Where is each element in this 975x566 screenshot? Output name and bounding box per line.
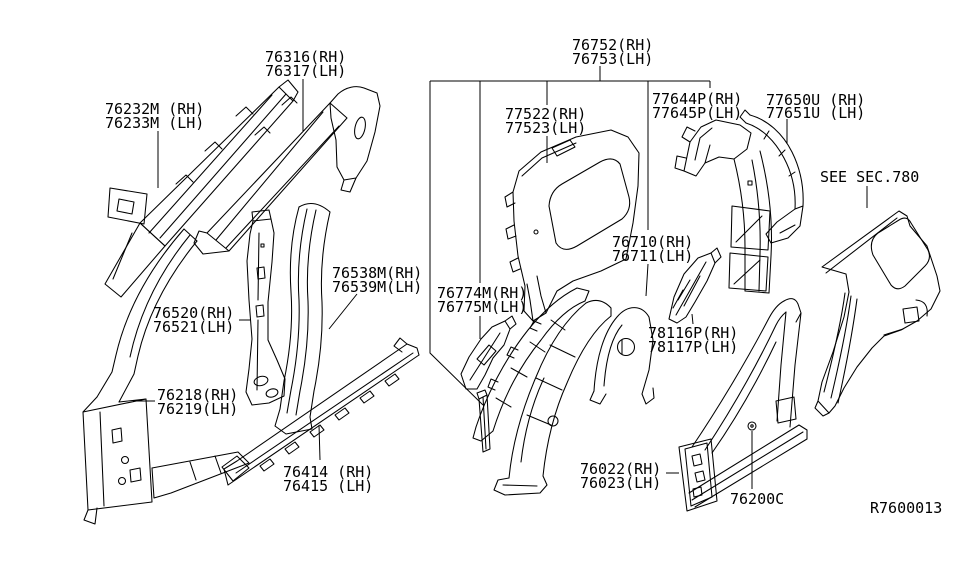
callout-76218-line2: 76219(LH) xyxy=(157,400,238,418)
part-76414-sill-drawing xyxy=(221,337,420,486)
callout-77644-line2: 77645P(LH) xyxy=(652,104,742,122)
part-76218-pillar-assembly-drawing xyxy=(82,228,250,525)
callout-77644: 77644P(RH) 77645P(LH) xyxy=(652,90,742,122)
callout-77650-line1: 77650U (RH) xyxy=(766,91,865,109)
part-77522-quarter-inner-drawing xyxy=(504,129,640,322)
callout-76200-line1: 76200C xyxy=(730,490,784,508)
callout-77522-line2: 77523(LH) xyxy=(505,119,586,137)
callout-76538-line1: 76538M(RH) xyxy=(332,264,422,282)
callout-76218: 76218(RH) 76219(LH) xyxy=(157,386,238,418)
part-body-side-outer-drawing xyxy=(814,210,941,417)
leader-76414 xyxy=(318,424,321,461)
callout-76752: 76752(RH) 76753(LH) xyxy=(572,36,653,68)
leader-bracket-76752 xyxy=(429,66,711,406)
callout-see-sec-line1: SEE SEC.780 xyxy=(820,168,919,186)
callout-77650: 77650U (RH) 77651U (LH) xyxy=(766,91,865,122)
line-art xyxy=(82,79,941,525)
callout-76414-line1: 76414 (RH) xyxy=(283,463,373,481)
callout-76218-line1: 76218(RH) xyxy=(157,386,238,404)
callout-76710-line1: 76710(RH) xyxy=(612,233,693,251)
callout-78116-line1: 78116P(RH) xyxy=(648,324,738,342)
part-76232-roof-side-rail-drawing xyxy=(104,79,299,298)
callout-76232-line2: 76233M (LH) xyxy=(105,114,204,132)
leader-lines xyxy=(133,66,868,489)
callout-76414: 76414 (RH) 76415 (LH) xyxy=(283,463,373,495)
part-76200-grommet-drawing xyxy=(747,421,757,431)
callout-76022-line1: 76022(RH) xyxy=(580,460,661,478)
callouts: 76232M (RH) 76233M (LH) 76316(RH) 76317(… xyxy=(105,36,942,517)
figure-code-text: R7600013 xyxy=(870,499,942,517)
part-76538-pillar-outer-drawing xyxy=(274,202,331,435)
part-76710-wheelhouse-drawing xyxy=(472,287,655,496)
callout-77522: 77522(RH) 77523(LH) xyxy=(505,105,586,137)
callout-76316-line2: 76317(LH) xyxy=(265,62,346,80)
callout-76774-line2: 76775M(LH) xyxy=(437,298,527,316)
part-76774-bracket-drawing xyxy=(460,315,517,390)
callout-see-sec: SEE SEC.780 xyxy=(820,168,919,186)
callout-76710-line2: 76711(LH) xyxy=(612,247,693,265)
callout-76520-line2: 76521(LH) xyxy=(153,318,234,336)
callout-76316-line1: 76316(RH) xyxy=(265,48,346,66)
part-76316-roof-rail-drawing xyxy=(193,86,381,255)
callout-78116: 78116P(RH) 78117P(LH) xyxy=(648,324,738,356)
callout-76316: 76316(RH) 76317(LH) xyxy=(265,48,346,80)
callout-76538: 76538M(RH) 76539M(LH) xyxy=(332,264,422,296)
leader-78116 xyxy=(691,313,694,325)
callout-77650-line2: 77651U (LH) xyxy=(766,104,865,122)
callout-76200: 76200C xyxy=(730,490,784,508)
callout-76752-line1: 76752(RH) xyxy=(572,36,653,54)
callout-76520: 76520(RH) 76521(LH) xyxy=(153,304,234,336)
callout-76710: 76710(RH) 76711(LH) xyxy=(612,233,693,265)
callout-76774-line1: 76774M(RH) xyxy=(437,284,527,302)
part-78116-gusset-drawing xyxy=(668,247,722,324)
callout-76752-line2: 76753(LH) xyxy=(572,50,653,68)
part-76520-pillar-inner-drawing xyxy=(245,209,286,406)
callout-76022-line2: 76023(LH) xyxy=(580,474,661,492)
callout-76414-line2: 76415 (LH) xyxy=(283,477,373,495)
callout-76022: 76022(RH) 76023(LH) xyxy=(580,460,661,492)
callout-77522-line1: 77522(RH) xyxy=(505,105,586,123)
callout-76232-line1: 76232M (RH) xyxy=(105,100,204,118)
figure-code: R7600013 xyxy=(870,499,942,517)
callout-78116-line2: 78117P(LH) xyxy=(648,338,738,356)
leader-76538 xyxy=(328,293,358,330)
part-77644-rear-pillar-drawing xyxy=(674,119,773,294)
callout-77644-line1: 77644P(RH) xyxy=(652,90,742,108)
callout-76774: 76774M(RH) 76775M(LH) xyxy=(437,284,527,316)
part-76022-body-frame-drawing xyxy=(678,298,808,512)
part-77650-reinforcement-drawing xyxy=(739,109,804,244)
callout-76520-line1: 76520(RH) xyxy=(153,304,234,322)
callout-76538-line2: 76539M(LH) xyxy=(332,278,422,296)
callout-76232: 76232M (RH) 76233M (LH) xyxy=(105,100,204,132)
